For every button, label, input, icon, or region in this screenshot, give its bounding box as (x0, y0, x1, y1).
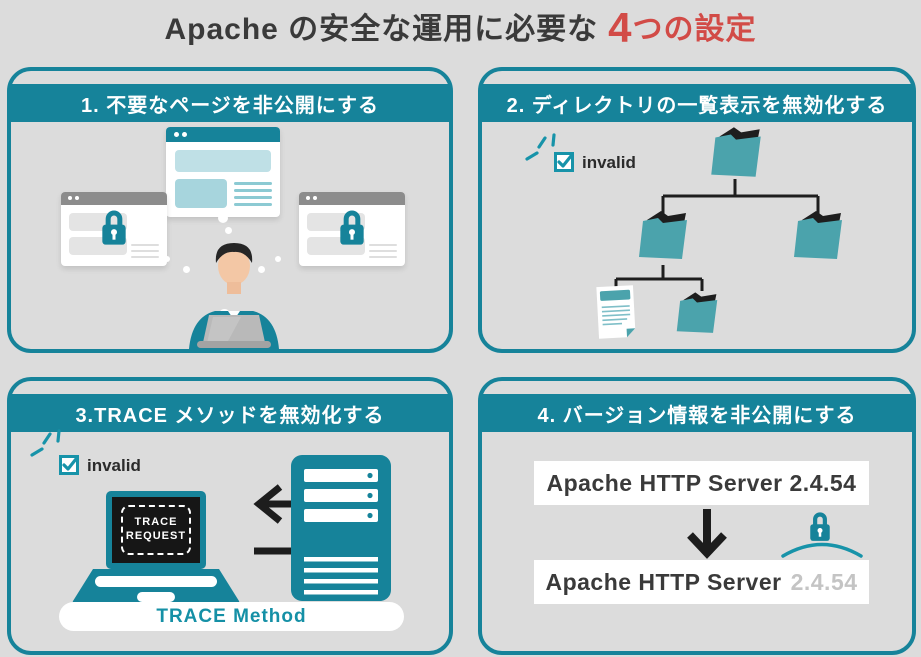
text-line (369, 250, 397, 252)
checkbox-checked-icon (554, 152, 574, 172)
lock-icon (810, 512, 830, 541)
thought-dot (164, 256, 170, 262)
trace-request-box: TRACE REQUEST (121, 505, 191, 555)
lock-icon (340, 210, 364, 245)
browser-dot-icon (182, 132, 187, 137)
title-main: Apache の安全な運用に必要な (164, 13, 599, 46)
browser-titlebar (299, 192, 405, 205)
text-line (369, 256, 397, 258)
trace-method-caption: TRACE Method (59, 602, 404, 631)
browser-dot-icon (75, 196, 79, 200)
version-after-name: Apache HTTP Server (545, 568, 782, 595)
panel-disable-directory-listing: 2. ディレクトリの一覧表示を無効化する invalid (478, 67, 916, 353)
locked-browser-window-icon (299, 192, 405, 266)
thought-dot (225, 227, 232, 234)
panel3-illustration: invalid TRACE REQUEST (11, 381, 449, 651)
invalid-label: invalid (582, 153, 636, 172)
panel4-header: 4. バージョン情報を非公開にする (482, 394, 912, 432)
version-before-bar: Apache HTTP Server 2.4.54 (534, 461, 869, 505)
text-line (234, 203, 272, 206)
sparkle-icon (525, 133, 556, 161)
panel1-header: 1. 不要なページを非公開にする (11, 84, 449, 122)
text-line (131, 244, 159, 246)
panel3-header: 3.TRACE メソッドを無効化する (11, 394, 449, 432)
thought-dot (258, 266, 265, 273)
folder-icon (711, 127, 761, 177)
text-line (234, 189, 272, 192)
sparkle-icon (30, 429, 61, 457)
tree-connector-lines (614, 179, 820, 291)
trace-request-line2: REQUEST (125, 530, 187, 542)
trace-request-line1: TRACE (134, 516, 178, 529)
panel-disable-trace-method: 3.TRACE メソッドを無効化する invalid TRACE REQUEST (7, 377, 453, 655)
version-after-bar: Apache HTTP Server 2.4.54 (534, 560, 869, 604)
version-before-text: Apache HTTP Server 2.4.54 (546, 469, 857, 496)
folder-icon (676, 292, 718, 333)
document-icon (596, 285, 636, 339)
arrow-down-icon (687, 509, 727, 559)
text-line (234, 196, 272, 199)
thought-dot (275, 256, 281, 262)
protection-arc (781, 542, 863, 558)
text-line (369, 244, 397, 246)
thought-dot (183, 266, 190, 273)
trace-method-caption-text: TRACE Method (156, 605, 307, 627)
panel1-illustration (11, 71, 449, 349)
panel-hide-unnecessary-pages: 1. 不要なページを非公開にする (7, 67, 453, 353)
browser-titlebar (166, 127, 280, 142)
version-after-number: 2.4.54 (790, 568, 858, 595)
locked-browser-window-icon (61, 192, 167, 266)
panel2-illustration: invalid (482, 71, 912, 349)
browser-titlebar (61, 192, 167, 205)
panel-hide-version-info: 4. バージョン情報を非公開にする Apache HTTP Server 2.4… (478, 377, 916, 655)
folder-icon (639, 211, 687, 259)
browser-dot-icon (68, 196, 72, 200)
title-accent-number: 4 (608, 4, 633, 51)
invalid-label: invalid (87, 456, 141, 475)
folder-icon (794, 211, 842, 259)
browser-dot-icon (306, 196, 310, 200)
server-icon (291, 455, 391, 601)
laptop-icon: TRACE REQUEST (71, 491, 241, 615)
title-accent-text: つの設定 (632, 13, 757, 46)
browser-dot-icon (174, 132, 179, 137)
lock-icon (102, 210, 126, 245)
thought-dot (218, 213, 228, 223)
panel4-illustration: Apache HTTP Server 2.4.54 Apache HTTP Se… (482, 381, 912, 651)
browser-window-icon (166, 127, 280, 217)
content-block (175, 179, 227, 208)
content-block (175, 150, 271, 172)
browser-dot-icon (313, 196, 317, 200)
panel2-header: 2. ディレクトリの一覧表示を無効化する (482, 84, 912, 122)
text-line (131, 256, 159, 258)
person-icon (189, 243, 279, 349)
checkbox-checked-icon (59, 455, 79, 475)
page-title: Apache の安全な運用に必要な 4つの設定 (0, 4, 921, 49)
text-line (234, 182, 272, 185)
text-line (131, 250, 159, 252)
laptop-base (72, 569, 240, 609)
